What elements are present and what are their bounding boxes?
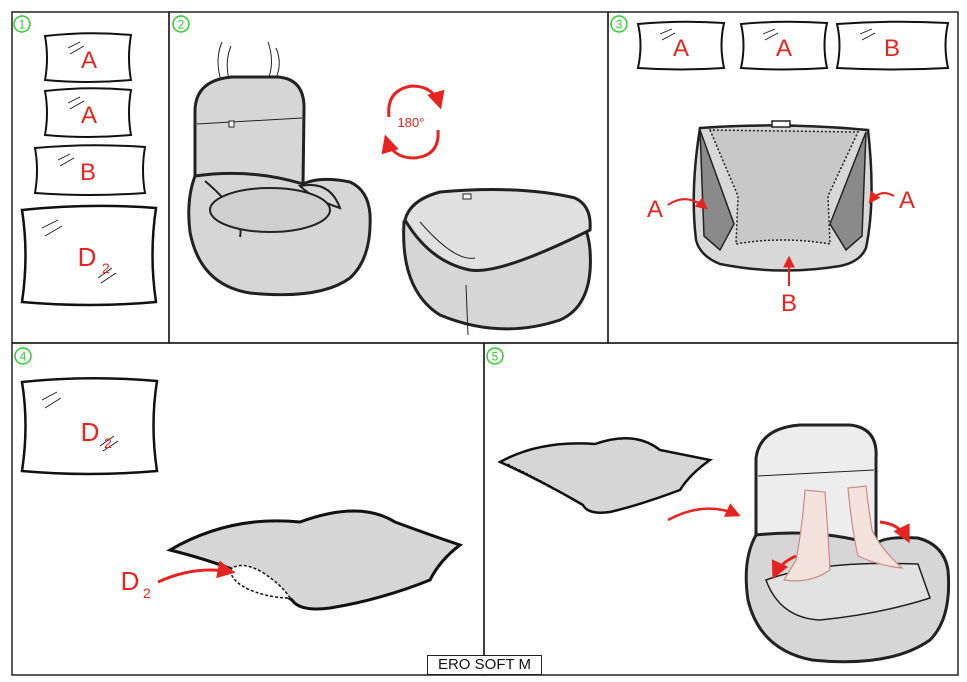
pillow-label-a1: A	[81, 47, 97, 74]
pointer-label-a-right: A	[899, 187, 915, 214]
step-2-flipped-cover	[402, 188, 592, 336]
step-1-pillows: A A B D 2	[20, 32, 158, 307]
step-number-3: 3	[610, 15, 628, 33]
product-name-label: ERO SOFT M	[427, 655, 542, 675]
step-3-pillows: A A B	[636, 20, 950, 71]
pillow-label-d: D	[78, 242, 97, 272]
step-3-pillow-label-b: B	[884, 35, 900, 62]
pointer-label-d: D	[121, 566, 140, 596]
pillow-label-b: B	[80, 159, 96, 186]
push-right-arrow	[879, 520, 910, 544]
step-4-pillow-label-d-subscript: 2	[104, 435, 112, 451]
step-4-pillow-label-d: D	[81, 417, 100, 447]
step-4-pointer: D 2	[121, 560, 236, 601]
step-3-pillow-label-a2: A	[776, 35, 792, 62]
pillow-a-icon: A	[43, 32, 133, 83]
step-3-open-cover	[692, 120, 873, 272]
pillow-a-icon: A	[739, 20, 829, 71]
pillow-a-icon: A	[43, 87, 133, 138]
push-left-arrow	[771, 554, 797, 580]
pointer-label-d-subscript: 2	[143, 585, 151, 601]
pillow-a-icon: A	[636, 20, 726, 71]
pillow-d2-icon: D 2	[20, 204, 158, 307]
rotation-label: 180°	[398, 115, 425, 130]
step-4-cushion-cover	[166, 509, 464, 611]
step-5-cushion	[497, 437, 714, 514]
step-5-chair-assembly	[744, 423, 951, 664]
pillow-label-a2: A	[81, 102, 97, 129]
panel-frames	[11, 11, 959, 676]
step-number-1-text: 1	[19, 18, 26, 32]
step-3-pointers: A A B	[647, 187, 915, 317]
rotate-180-icon: 180°	[381, 84, 445, 160]
step-number-1: 1	[13, 15, 31, 33]
step-number-2: 2	[172, 15, 190, 33]
panel-step-5	[483, 342, 959, 676]
pointer-label-b: B	[781, 290, 797, 317]
insert-arrow	[667, 503, 741, 522]
pillow-label-d-subscript: 2	[102, 260, 110, 276]
step-number-5: 5	[486, 347, 504, 365]
step-number-2-text: 2	[178, 18, 185, 32]
step-number-4: 4	[14, 347, 32, 365]
step-2-chair-cover	[187, 41, 372, 297]
step-number-5-text: 5	[492, 350, 499, 364]
pointer-label-a-left: A	[647, 196, 663, 223]
pillow-b-icon: B	[33, 144, 147, 196]
pillow-b-icon: B	[835, 20, 950, 71]
step-number-4-text: 4	[20, 350, 27, 364]
step-3-pillow-label-a1: A	[673, 35, 689, 62]
pillow-d2-icon: D 2	[20, 377, 159, 476]
step-number-3-text: 3	[616, 18, 623, 32]
